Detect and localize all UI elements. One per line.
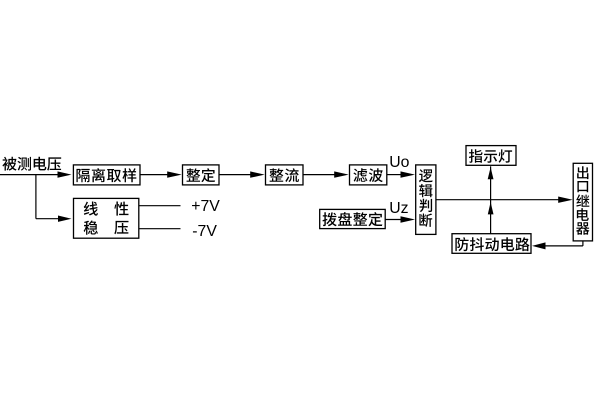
svg-text:-7V: -7V: [192, 223, 217, 240]
svg-text:+7V: +7V: [191, 198, 220, 215]
svg-text:Uz: Uz: [389, 200, 408, 217]
svg-text:Uo: Uo: [389, 154, 409, 171]
